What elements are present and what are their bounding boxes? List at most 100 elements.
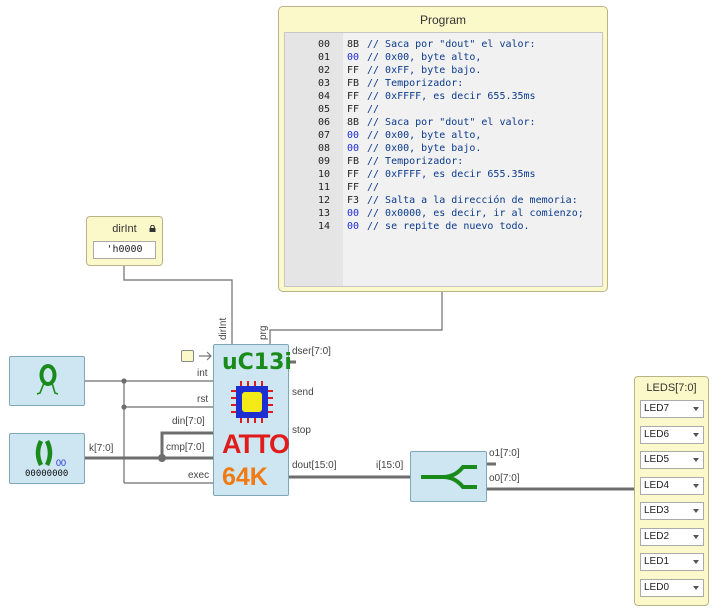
line-comment: // Saca por "dout" el valor: [367,39,536,50]
led-select-led2[interactable]: LED2 [640,527,704,546]
line-comment: // 0x00, byte alto, [367,130,482,141]
opcode-byte: 00 [347,52,360,63]
led-select-led6[interactable]: LED6 [640,425,704,444]
line-number: 02 [317,65,330,76]
pin-din: din[7:0] [172,416,205,427]
input-block[interactable]: 00 00000000 [9,433,85,484]
led-label: LED1 [644,556,670,567]
dirint-title: dirInt [112,223,137,235]
splitter-input-label: i[15:0] [376,460,404,471]
program-title: Program [419,13,466,27]
int-arrow-icon [199,351,212,361]
line-number: 12 [317,195,330,206]
pin-dirint: dirInt [218,317,229,340]
led-label: LED2 [644,530,670,542]
dirint-value[interactable]: 'h0000 [93,241,156,259]
line-comment: // 0x00, byte bajo. [367,143,482,154]
opcode-byte: FF [347,169,360,180]
line-number: 14 [317,221,330,232]
pin-cmp: cmp[7:0] [166,442,205,453]
leds-title: LEDS[7:0] [646,382,697,394]
opcode-byte: 00 [347,221,360,232]
input-hex-value: 00 [56,458,67,468]
line-number-gutter [285,33,343,286]
pin-send: send [292,387,314,398]
line-comment: // 0x0000, es decir, ir al comienzo; [367,208,584,219]
bus-splitter[interactable] [410,451,487,502]
chevron-down-icon [693,534,699,539]
chip-title: uC13i [222,350,292,375]
opcode-byte: 00 [347,208,360,219]
splitter-out0-label: o0[7:0] [489,473,520,484]
led-select-led0[interactable]: LED0 [640,578,704,597]
cpu-icon [231,381,273,423]
led-select-led7[interactable]: LED7 [640,400,704,418]
line-comment: // [367,104,380,115]
opcode-byte: FF [347,65,360,76]
opcode-byte: FF [347,104,360,115]
led-label: LED3 [644,505,670,516]
led-label: LED4 [644,479,670,491]
input-brackets-icon [35,439,53,467]
led-label: LED5 [644,454,670,465]
program-line[interactable]: 05 FF // [285,103,600,116]
chevron-down-icon [693,432,699,437]
line-number: 08 [317,143,330,154]
line-comment: // [367,182,380,193]
program-line[interactable]: 13 00 // 0x0000, es decir, ir al comienzo; [285,207,600,220]
line-comment: // 0xFF, byte bajo. [367,65,482,76]
line-comment: // 0xFFFF, es decir 655.35ms [367,91,536,102]
clock-icon [36,364,59,395]
line-comment: // 0x00, byte alto, [367,52,482,63]
int-button[interactable] [181,350,194,362]
pin-int: int [197,368,208,379]
line-comment: // 0xFFFF, es decir 655.35ms [367,169,536,180]
input-binary-value: 00000000 [25,469,69,479]
led-label: LED6 [644,428,670,440]
line-number: 10 [317,169,330,180]
opcode-byte: F3 [347,195,360,206]
splitter-out1-label: o1[7:0] [489,448,520,459]
program-line[interactable]: 02 FF // 0xFF, byte bajo. [285,64,600,77]
led-label: LED0 [644,581,670,593]
pin-exec: exec [188,470,210,481]
chip-name: ATTO [222,429,290,459]
line-comment: // Saca por "dout" el valor: [367,117,536,128]
line-number: 13 [317,208,330,219]
chip-memory: 64K [222,463,268,491]
led-label: LED7 [644,403,670,414]
dirint-constant[interactable]: dirInt 'h0000 [86,216,163,266]
line-number: 04 [317,91,330,102]
led-select-led3[interactable]: LED3 [640,502,704,520]
opcode-byte: 00 [347,130,360,141]
clock-block[interactable] [9,356,85,406]
pin-rst: rst [197,394,209,405]
pin-stop: stop [292,425,311,436]
program-line[interactable]: 10 FF // 0xFFFF, es decir 655.35ms [285,168,600,181]
led-select-led5[interactable]: LED5 [640,451,704,469]
line-comment: // Temporizador: [367,156,464,167]
line-number: 05 [317,104,330,115]
microcontroller-chip[interactable]: uC13i ATTO 64K [213,344,292,496]
led-select-led4[interactable]: LED4 [640,476,704,495]
led-select-led1[interactable]: LED1 [640,553,704,571]
pin-dout: dout[15:0] [292,460,337,471]
opcode-byte: FF [347,182,360,193]
line-number: 03 [317,78,330,89]
lock-icon[interactable] [149,225,156,232]
